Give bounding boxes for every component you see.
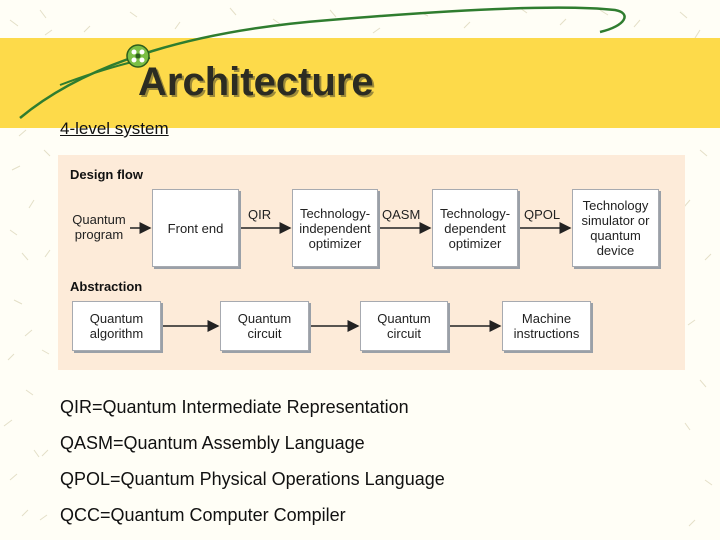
architecture-figure: Design flow Quantum program Front end QI… [58,155,685,370]
tech-independent-optimizer-node: Technology-independent optimizer [292,189,378,267]
quantum-algorithm-node: Quantum algorithm [72,301,161,351]
tech-dependent-optimizer-node: Technology-dependent optimizer [432,189,518,267]
flower-bullet-icon [126,44,150,68]
front-end-node: Front end [152,189,239,267]
quantum-circuit-node-2: Quantum circuit [360,301,448,351]
edge-label-qasm: QASM [382,207,421,222]
title-band [0,38,720,128]
quantum-program-label: Quantum program [72,212,126,242]
edge-label-qir: QIR [248,207,272,222]
slide-title: Architecture [138,60,374,104]
definition-qasm: QASM=Quantum Assembly Language [60,433,365,453]
definition-qpol: QPOL=Quantum Physical Operations Languag… [60,469,445,489]
machine-instructions-node: Machine instructions [502,301,591,351]
flow-arrows [130,222,572,332]
edge-label-qpol: QPOL [524,207,561,222]
quantum-circuit-node-1: Quantum circuit [220,301,309,351]
definition-qcc: QCC=Quantum Computer Compiler [60,505,346,525]
abstraction-label: Abstraction [70,279,143,294]
design-flow-label: Design flow [70,167,143,182]
definitions-list: QIR=Quantum Intermediate Representation … [60,396,700,540]
tech-simulator-or-device-node: Technology simulator or quantum device [572,189,659,267]
slide-subtitle: 4-level system [60,119,169,138]
definition-qir: QIR=Quantum Intermediate Representation [60,397,409,417]
